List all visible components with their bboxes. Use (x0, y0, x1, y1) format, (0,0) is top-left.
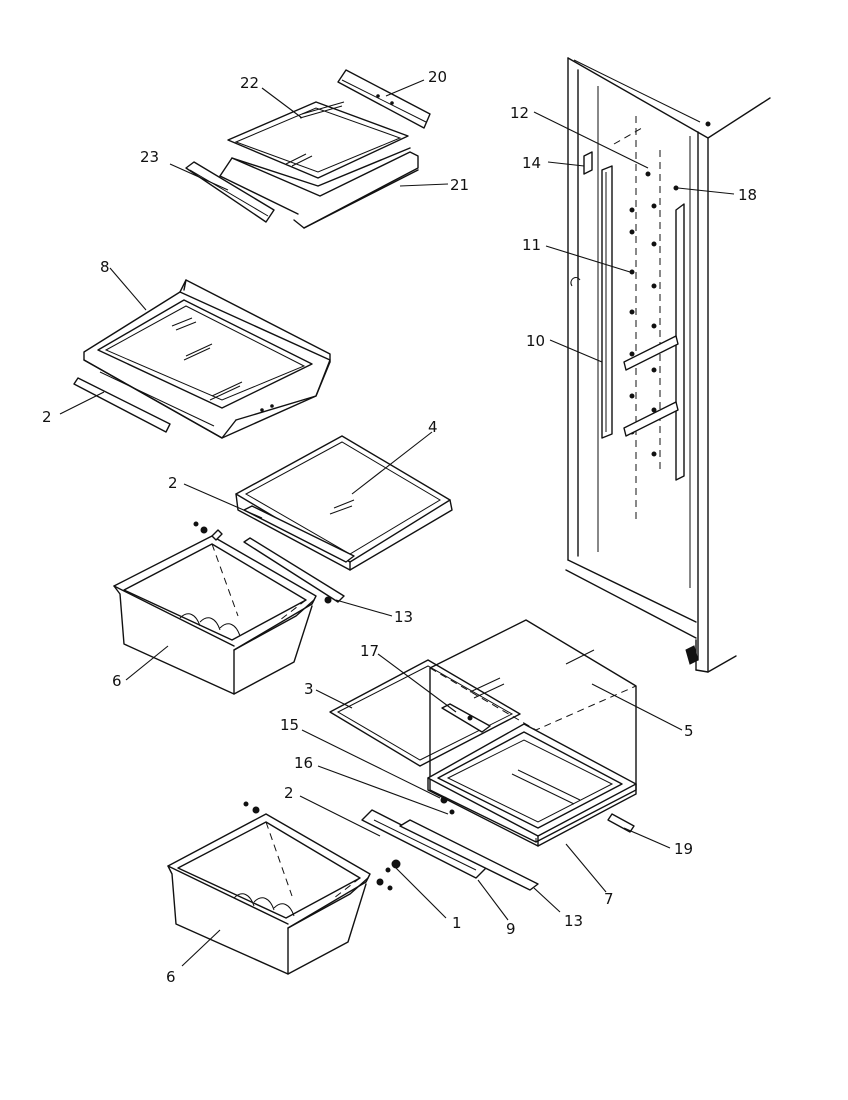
callout-12: 12 (510, 104, 529, 122)
callout-7: 7 (604, 890, 614, 908)
callout-13-upper: 13 (394, 608, 413, 626)
leader-lines (59, 79, 735, 967)
callout-2-shelf-4: 2 (168, 474, 178, 492)
callout-2-lower: 2 (284, 784, 294, 802)
pan-cover-assembly (427, 619, 637, 847)
callout-19: 19 (674, 840, 693, 858)
callout-3: 3 (304, 680, 314, 698)
crisper-drawer-lower (167, 801, 393, 975)
callout-6-lower: 6 (166, 968, 176, 986)
crisper-drawer-upper (113, 529, 317, 695)
callout-10: 10 (526, 332, 545, 350)
callout-2-shelf-8: 2 (42, 408, 52, 426)
callout-4: 4 (428, 418, 438, 436)
callout-9: 9 (506, 920, 516, 938)
callout-17: 17 (360, 642, 379, 660)
callout-16: 16 (294, 754, 313, 772)
cabinet-liner (565, 57, 771, 673)
top-shelf-assembly (185, 69, 431, 229)
callout-13-lower: 13 (564, 912, 583, 930)
callout-22: 22 (240, 74, 259, 92)
callout-18: 18 (738, 186, 757, 204)
callout-6-upper: 6 (112, 672, 122, 690)
callout-11: 11 (522, 236, 541, 254)
callout-20: 20 (428, 68, 447, 86)
callout-labels: 20 22 23 21 8 2 4 2 13 6 12 14 18 11 10 … (42, 68, 757, 986)
shelf-4 (193, 435, 453, 604)
callout-8: 8 (100, 258, 110, 276)
callout-5: 5 (684, 722, 694, 740)
callout-21: 21 (450, 176, 469, 194)
callout-23: 23 (140, 148, 159, 166)
callout-14: 14 (522, 154, 541, 172)
callout-15: 15 (280, 716, 299, 734)
shelf-8 (73, 279, 331, 439)
callout-1: 1 (452, 914, 462, 932)
